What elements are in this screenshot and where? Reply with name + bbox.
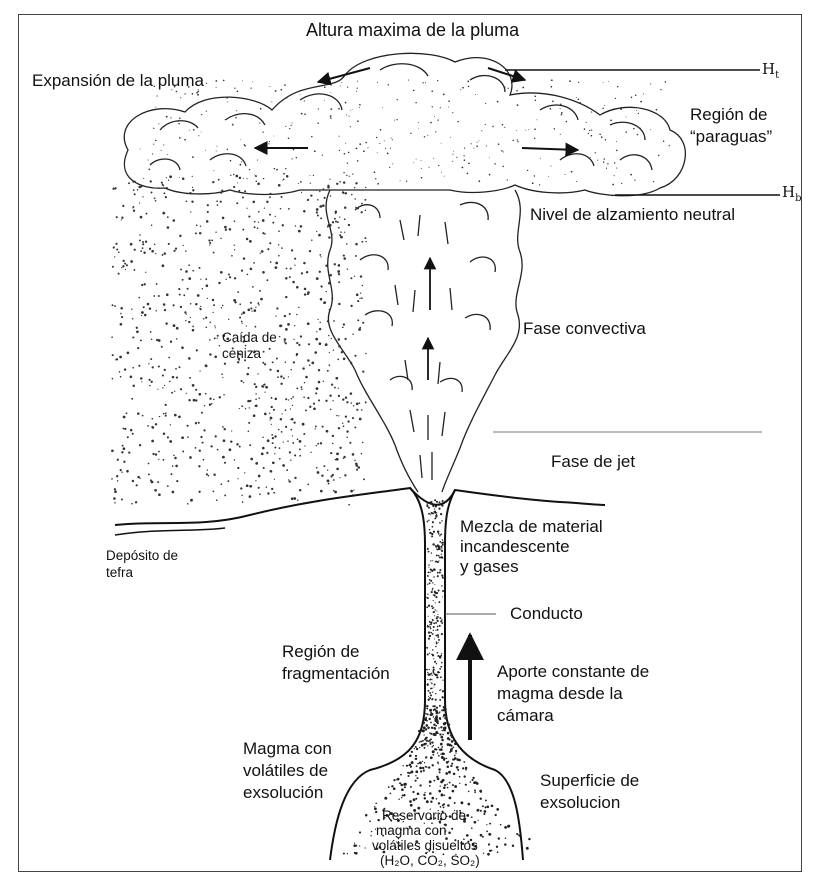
tephra-label-line1: Depósito de [106, 548, 178, 564]
ash-fall-dots [111, 79, 670, 505]
fragmentation-label-line2: fragmentación [282, 663, 390, 684]
expansion-label: Expansión de la pluma [32, 70, 204, 91]
supply-label-line3: cámara [497, 705, 554, 726]
tephra-label-line2: tefra [106, 565, 133, 581]
tephra-layer [115, 528, 225, 535]
ash-fall-label-line2: ceniza [222, 346, 261, 362]
jet-phase-label: Fase de jet [551, 451, 635, 472]
fragmentation-label-line1: Región de [282, 641, 360, 662]
reservoir-label-line4: (H₂O, CO₂, SO₂) [380, 853, 480, 869]
umbrella-label-line1: Región de [690, 104, 768, 125]
mixture-label-line3: y gases [460, 556, 519, 577]
umbrella-label-line2: “paraguas” [690, 126, 772, 147]
exsolution-label-line1: Superficie de [540, 770, 639, 791]
magma-label-line3: exsolución [243, 782, 323, 803]
neutral-level-label: Nivel de alzamiento neutral [530, 204, 735, 225]
reservoir-label-line2: magma con [376, 823, 447, 839]
reservoir-label-line1: Reservorio de [382, 808, 466, 824]
supply-label-line2: magma desde la [497, 683, 623, 704]
hb-symbol: Hb [782, 183, 802, 204]
umbrella-arrow-right [522, 148, 578, 150]
max-height-label: Altura maxima de la pluma [306, 20, 519, 41]
umbrella-cloud [124, 53, 685, 195]
ash-fall-label-line1: Caída de [222, 330, 277, 346]
supply-label-line1: Aporte constante de [497, 661, 649, 682]
reservoir-label-line3: volátiles disueltos [372, 838, 478, 854]
magma-label-line2: volátiles de [243, 760, 328, 781]
exsolution-label-line2: exsolucion [540, 792, 620, 813]
conduit-label: Conducto [510, 603, 583, 624]
mixture-label-line1: Mezcla de material [460, 516, 603, 537]
convective-phase-label: Fase convectiva [523, 318, 646, 339]
expansion-arrow-left [318, 68, 370, 82]
mixture-label-line2: incandescente [460, 536, 570, 557]
convective-column [326, 190, 522, 492]
ht-symbol: Ht [762, 60, 779, 81]
magma-label-line1: Magma con [243, 738, 332, 759]
